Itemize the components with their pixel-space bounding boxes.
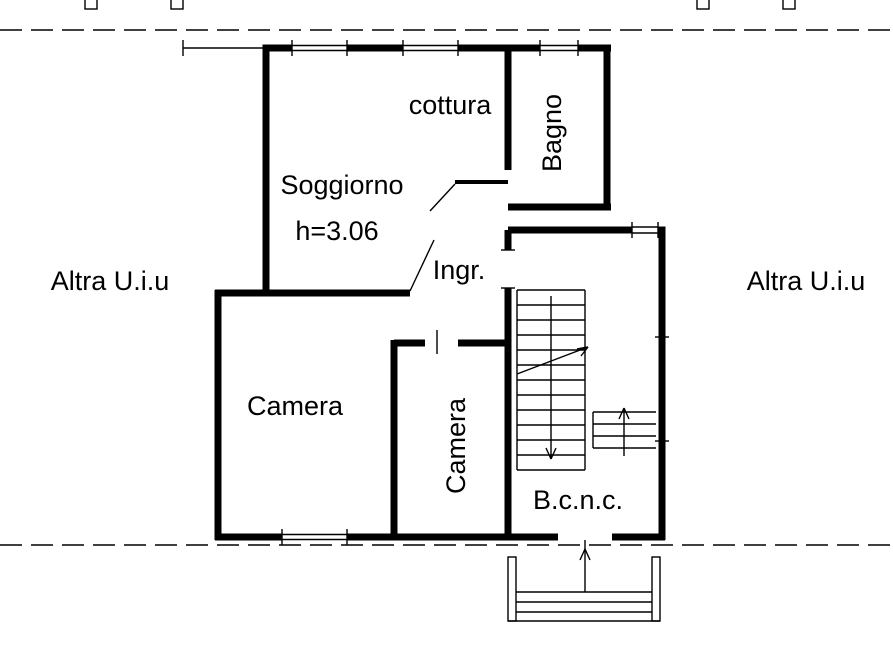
cottura-door-swing — [429, 183, 456, 212]
label-soggiorno: Soggiorno — [280, 170, 403, 200]
label-cottura: cottura — [409, 90, 493, 120]
label-altra-uiu-right: Altra U.i.u — [747, 266, 866, 296]
label-camera-middle: Camera — [441, 397, 471, 494]
label-soggiorno-height: h=3.06 — [295, 216, 378, 246]
neighbor-wall-stubs — [84, 0, 796, 56]
walls — [214, 44, 666, 541]
staircase — [516, 289, 656, 471]
label-altra-uiu-left: Altra U.i.u — [51, 266, 170, 296]
label-bagno: Bagno — [537, 94, 567, 172]
exterior-stairs — [507, 540, 661, 622]
stairs-break-line — [516, 346, 589, 375]
soggiorno-door-swing — [409, 239, 435, 292]
label-bcnc: B.c.n.c. — [533, 485, 623, 515]
windows — [281, 40, 659, 545]
property-lines — [0, 29, 893, 546]
room-labels: cottura Bagno Soggiorno h=3.06 Altra U.i… — [51, 90, 866, 515]
doors — [409, 183, 669, 442]
label-camera-left: Camera — [247, 391, 344, 421]
label-ingresso: Ingr. — [433, 255, 486, 285]
